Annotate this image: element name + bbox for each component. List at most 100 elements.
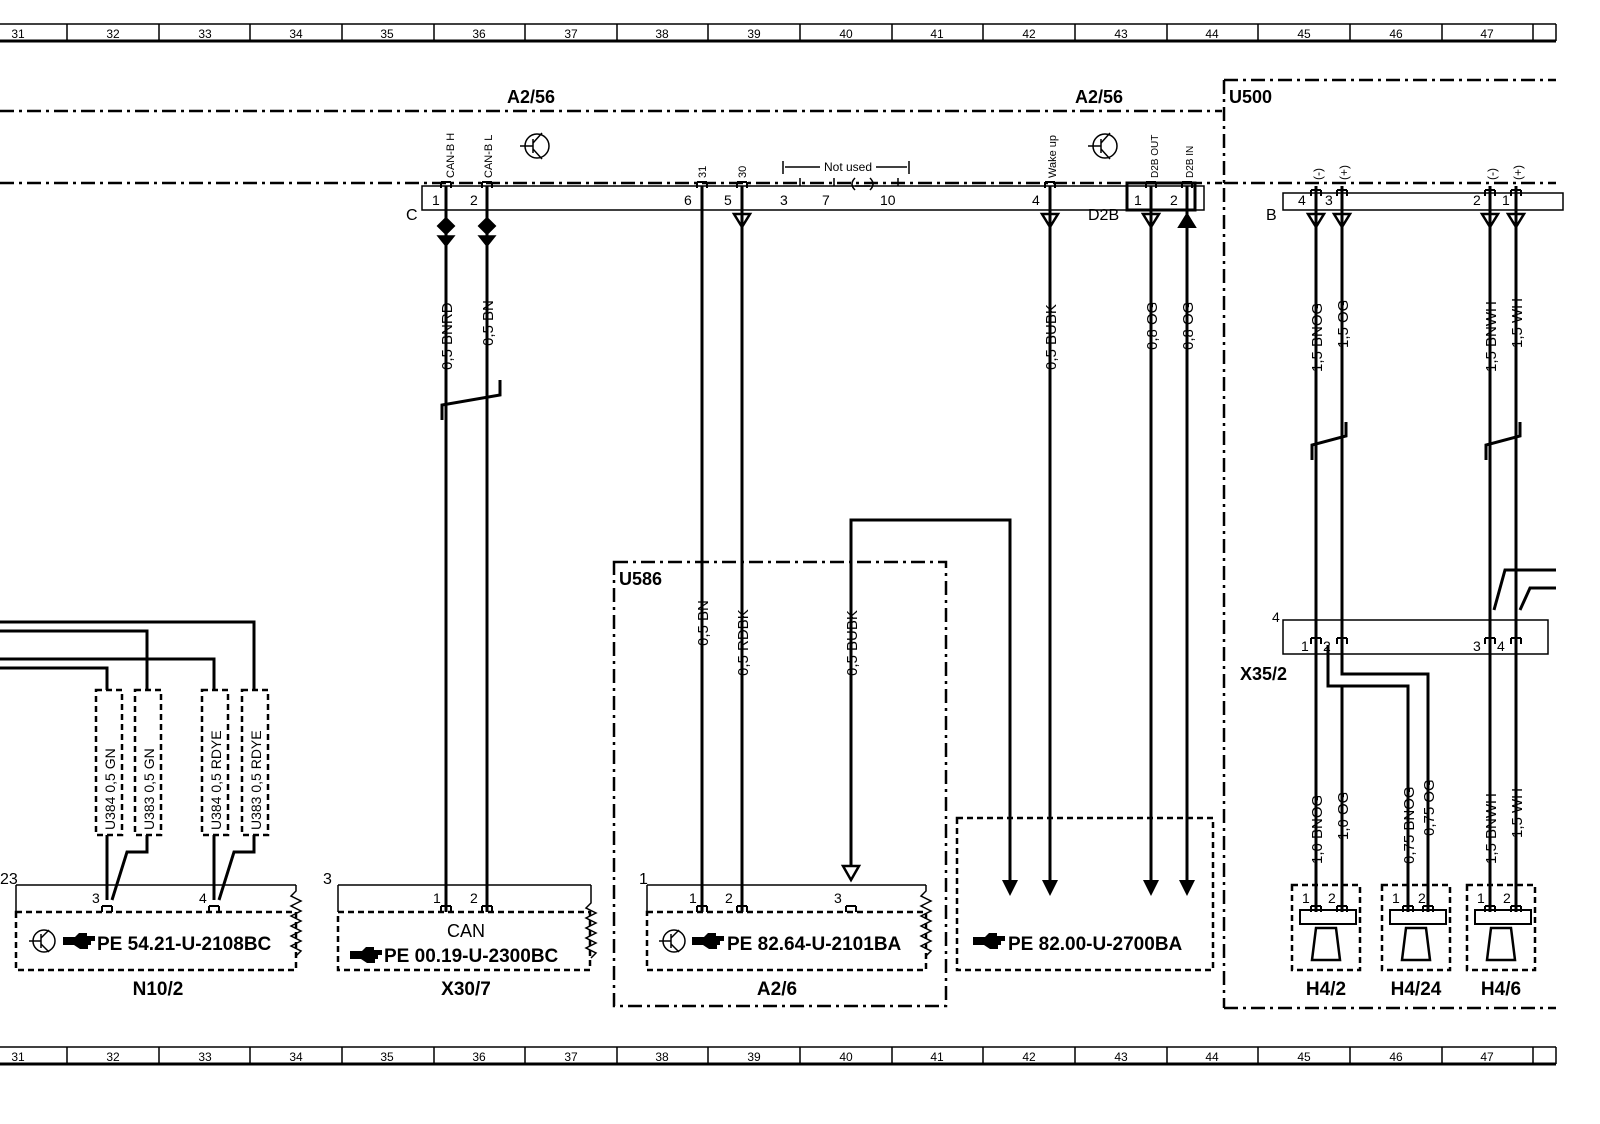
component-x30-7: 3 1 2 CAN PE 00.19-U-2300BC X30/7 xyxy=(323,871,598,1000)
connector-b xyxy=(1282,192,1564,211)
svg-text:1,0 OG: 1,0 OG xyxy=(1335,792,1352,840)
connector-x35-2-label: X35/2 xyxy=(1240,664,1287,684)
pin-label-minus: (-) xyxy=(1485,168,1499,180)
svg-text:PE 54.21-U-2108BC: PE 54.21-U-2108BC xyxy=(97,934,272,955)
grid-number: 41 xyxy=(930,1050,944,1064)
svg-text:1,5 OG: 1,5 OG xyxy=(1335,300,1352,348)
svg-text:PE 82.00-U-2700BA: PE 82.00-U-2700BA xyxy=(1008,934,1183,955)
pin-label-d2b-in: D2B IN xyxy=(1185,146,1196,178)
pin-number: 1 xyxy=(432,192,440,208)
pin-number: 3 xyxy=(780,192,788,208)
speakers: 1 2H4/2 1 2H4/24 1 2H4/6 xyxy=(1290,883,1537,1000)
svg-text:2: 2 xyxy=(1418,890,1426,906)
svg-text:3: 3 xyxy=(834,890,842,906)
svg-text:0,5 BN: 0,5 BN xyxy=(480,300,497,346)
svg-text:1,0 BNOG: 1,0 BNOG xyxy=(1309,795,1326,864)
grid-number: 32 xyxy=(106,1050,120,1064)
pin-number: 1 xyxy=(1502,192,1510,208)
hand-pointer-icon xyxy=(350,947,382,963)
x35-2-pin-label: 4 xyxy=(1272,609,1280,625)
grid-number: 38 xyxy=(655,1050,669,1064)
pin-number: 4 xyxy=(1298,192,1306,208)
pin-number: 7 xyxy=(822,192,830,208)
svg-text:3: 3 xyxy=(323,871,332,888)
pin-number: 2 xyxy=(1323,638,1331,654)
connector-b-label: B xyxy=(1266,207,1277,224)
svg-text:1: 1 xyxy=(1302,890,1310,906)
svg-text:1,5 BNWH: 1,5 BNWH xyxy=(1483,793,1500,864)
grid-number: 42 xyxy=(1022,1050,1036,1064)
svg-text:PE 00.19-U-2300BC: PE 00.19-U-2300BC xyxy=(384,946,559,967)
connector-c xyxy=(421,185,1205,211)
header-u500: U500 xyxy=(1229,87,1272,107)
pin-label-can-b-h: CAN-B H xyxy=(445,133,457,178)
svg-text:2: 2 xyxy=(1328,890,1336,906)
pin-label-plus: (+) xyxy=(1511,165,1525,180)
svg-text:U383 0,5 RDYE: U383 0,5 RDYE xyxy=(248,730,264,830)
svg-text:1: 1 xyxy=(1392,890,1400,906)
svg-text:N10/2: N10/2 xyxy=(133,979,184,1000)
pin-number: 5 xyxy=(724,192,732,208)
svg-text:U384 0,5 GN: U384 0,5 GN xyxy=(102,748,118,830)
transistor-icon xyxy=(29,929,56,953)
not-used-bracket: Not used xyxy=(782,160,910,191)
svg-text:0,5 BNRD: 0,5 BNRD xyxy=(439,302,456,370)
svg-text:2: 2 xyxy=(1503,890,1511,906)
svg-text:0,75 BNOG: 0,75 BNOG xyxy=(1401,786,1418,864)
transistor-icon xyxy=(659,929,686,953)
pin-label-plus: (+) xyxy=(1337,165,1351,180)
grid-number: 31 xyxy=(11,27,25,41)
svg-text:U383 0,5 GN: U383 0,5 GN xyxy=(141,748,157,830)
grid-number: 46 xyxy=(1389,27,1403,41)
grid-number: 40 xyxy=(839,1050,853,1064)
grid-number: 33 xyxy=(198,27,212,41)
svg-text:1: 1 xyxy=(639,871,648,888)
speaker-label: H4/2 xyxy=(1306,979,1346,1000)
pin-label-wake-up: Wake up xyxy=(1047,135,1059,178)
grid-number: 35 xyxy=(380,1050,394,1064)
transistor-icon xyxy=(520,132,550,160)
svg-text:A2/6: A2/6 xyxy=(757,979,797,1000)
pin-label-can-b-l: CAN-B L xyxy=(483,135,495,178)
svg-text:3: 3 xyxy=(92,890,100,906)
u586-boundary xyxy=(612,560,948,1008)
svg-text:0,8 OG: 0,8 OG xyxy=(1144,302,1161,350)
grid-number: 43 xyxy=(1114,27,1128,41)
svg-text:X30/7: X30/7 xyxy=(441,979,491,1000)
pin-number: 2 xyxy=(1170,192,1178,208)
grid-number: 34 xyxy=(289,1050,303,1064)
component-n10-2: 23 3 4 PE 54.21-U-2108BC N10/2 xyxy=(0,871,303,1000)
grid-number: 45 xyxy=(1297,27,1311,41)
connector-x35-2 xyxy=(1282,619,1549,655)
grid-number: 42 xyxy=(1022,27,1036,41)
hand-pointer-icon xyxy=(692,933,724,949)
svg-text:0,5 BN: 0,5 BN xyxy=(695,600,712,646)
speaker-h4-2: 1 2H4/2 xyxy=(1290,883,1362,1000)
grid-number: 37 xyxy=(564,1050,578,1064)
pin-number: 1 xyxy=(1134,192,1142,208)
speaker-h4-24: 1 2H4/24 xyxy=(1380,883,1452,1000)
svg-text:1: 1 xyxy=(1477,890,1485,906)
pin-number: 1 xyxy=(1301,638,1309,654)
wires-left xyxy=(0,620,256,901)
grid-number: 47 xyxy=(1480,1050,1494,1064)
svg-text:1,5 WH: 1,5 WH xyxy=(1509,298,1526,348)
speaker-label: H4/6 xyxy=(1481,979,1521,1000)
pin-number: 2 xyxy=(1473,192,1481,208)
grid-number: 36 xyxy=(472,27,486,41)
grid-number: 43 xyxy=(1114,1050,1128,1064)
d2b-connector-box xyxy=(1125,181,1197,212)
pin-number: 2 xyxy=(470,192,478,208)
svg-text:23: 23 xyxy=(0,871,18,888)
speaker-label: H4/24 xyxy=(1391,979,1442,1000)
connector-c-label: C xyxy=(406,207,418,224)
grid-number: 34 xyxy=(289,27,303,41)
grid-number: 32 xyxy=(106,27,120,41)
grid-number: 38 xyxy=(655,27,669,41)
grid-number: 37 xyxy=(564,27,578,41)
connector-d2b-label: D2B xyxy=(1088,207,1119,224)
grid-number: 39 xyxy=(747,27,761,41)
